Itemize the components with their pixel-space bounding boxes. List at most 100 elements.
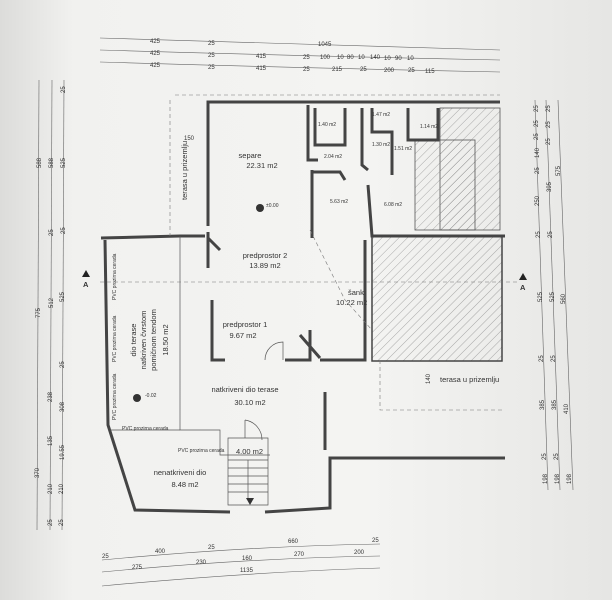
room-area: 1.40 m2 <box>318 122 336 128</box>
dim-label: 25 <box>535 167 541 174</box>
pvc-label: PVC prozirna cerada <box>112 373 118 420</box>
dim-label: 385 <box>552 399 558 410</box>
dim-label: 25 <box>542 453 548 460</box>
dim-label: 25 <box>360 67 367 73</box>
dim-label: 200 <box>384 68 395 74</box>
left-dimensions: 588 775 370 588 25 512 238 135 210 25 25… <box>35 79 67 531</box>
dim-label: 25 <box>208 545 215 551</box>
room-name-predprostor1: predprostor 1 <box>223 320 268 329</box>
section-marker-left: A <box>82 270 90 289</box>
dim-label: 560 <box>561 293 567 304</box>
dim-label: 10 <box>337 55 344 61</box>
level-marker: ±0.00 <box>256 203 279 212</box>
dim-label: 140 <box>426 373 432 384</box>
section-marker-right: A <box>519 273 527 292</box>
dim-label: 200 <box>354 550 365 556</box>
dim-label: 25 <box>408 68 415 74</box>
dim-label: 25 <box>102 554 109 560</box>
terrace-left-line1: dio terase <box>129 324 138 357</box>
dim-label: 1045 <box>318 42 332 48</box>
dim-label: 25 <box>546 105 552 112</box>
dim-label: 250 <box>535 195 541 206</box>
dim-label: 410 <box>564 403 570 414</box>
room-area: 5.63 m2 <box>330 199 348 205</box>
room-area: 1.47 m2 <box>372 112 390 118</box>
dim-label: 660 <box>288 539 299 545</box>
dim-label: 25 <box>303 67 310 73</box>
room-area: 1.30 m2 <box>372 142 390 148</box>
dim-label: 198 <box>555 473 561 484</box>
dim-label: 525 <box>61 157 67 168</box>
dim-label: 395 <box>547 181 553 192</box>
room-name-nenatkriveni: nenatkriveni dio <box>154 468 207 477</box>
dim-label: 25 <box>48 519 54 526</box>
room-area: 6.08 m2 <box>384 202 402 208</box>
level-icon <box>256 204 264 212</box>
pvc-label: PVC prozirna cerada <box>178 448 225 454</box>
dim-label: 230 <box>196 560 207 566</box>
dim-label: 140 <box>370 55 381 61</box>
dim-label: 400 <box>155 549 166 555</box>
dim-label: 150 <box>184 136 195 142</box>
dim-label: 588 <box>49 157 55 168</box>
dim-label: 25 <box>208 41 215 47</box>
room-area: 2.04 m2 <box>324 154 342 160</box>
dim-label: 512 <box>49 297 55 308</box>
dim-label: 25 <box>303 55 310 61</box>
stair-arrow-icon <box>246 498 254 505</box>
room-name-sank: šank <box>348 288 364 297</box>
dim-label: 198 <box>543 473 549 484</box>
dim-label: 135 <box>48 435 54 446</box>
dim-label: 425 <box>150 63 161 69</box>
pvc-label: PVC prozirna cerada <box>112 253 118 300</box>
top-dimensions: 425 25 1045 425 25 415 25 100 10 80 10 1… <box>99 37 501 75</box>
dim-label: 25 <box>59 519 65 526</box>
dim-label: 19.55 <box>60 444 66 460</box>
svg-text:A: A <box>520 283 526 292</box>
dim-label: 10 <box>407 56 414 62</box>
dim-label: 198 <box>567 473 573 484</box>
dim-label: 270 <box>294 552 305 558</box>
terrace-left-line2: natkriven čvrstom <box>139 311 148 370</box>
level-marker: -0.02 <box>133 393 157 402</box>
dim-label: 25 <box>539 355 545 362</box>
terasa-label-right: terasa u prizemlju <box>440 375 499 384</box>
room-area: 1.14 m2 <box>420 124 438 130</box>
dim-label: 25 <box>208 65 215 71</box>
room-area: 1.51 m2 <box>394 146 412 152</box>
right-dimensions: 25 25 25 140 25 250 25 525 25 385 25 198… <box>534 99 574 491</box>
dim-label: 425 <box>150 51 161 57</box>
dim-label: 588 <box>37 157 43 168</box>
room-area-nenatkriveni: 8.48 m2 <box>171 480 198 489</box>
dim-label: 25 <box>61 227 67 234</box>
pvc-label: PVC prozirna cerada <box>122 426 169 432</box>
dim-label: 415 <box>256 54 267 60</box>
room-name-predprostor2: predprostor 2 <box>243 251 288 260</box>
dim-label: 25 <box>534 105 540 112</box>
dim-label: 25 <box>534 120 540 127</box>
dim-label: 215 <box>332 67 343 73</box>
dim-label: 25 <box>60 361 66 368</box>
dim-label: 525 <box>550 291 556 302</box>
dim-label: 385 <box>540 399 546 410</box>
dim-label: 25 <box>546 121 552 128</box>
room-area-natkriveni: 30.10 m2 <box>234 398 265 407</box>
dim-label: 210 <box>48 483 54 494</box>
dim-label: 308 <box>60 401 66 412</box>
dim-label: 575 <box>556 165 562 176</box>
annotations: terasa u prizemlju 150 terasa u prizemlj… <box>112 136 499 454</box>
terrace-left-area: 18.50 m2 <box>161 324 170 355</box>
dim-label: 25 <box>534 133 540 140</box>
svg-text:±0.00: ±0.00 <box>266 203 279 209</box>
dim-label: 10 <box>384 56 391 62</box>
svg-text:-0.02: -0.02 <box>145 393 157 399</box>
dim-label: 275 <box>132 565 143 571</box>
dim-label: 425 <box>150 39 161 45</box>
bottom-dimensions: 25 400 25 660 25 275 230 160 270 200 113… <box>101 538 381 587</box>
dim-label: 25 <box>536 231 542 238</box>
dim-label: 140 <box>535 147 541 158</box>
section-arrow-icon <box>82 270 90 277</box>
section-arrow-icon <box>519 273 527 280</box>
